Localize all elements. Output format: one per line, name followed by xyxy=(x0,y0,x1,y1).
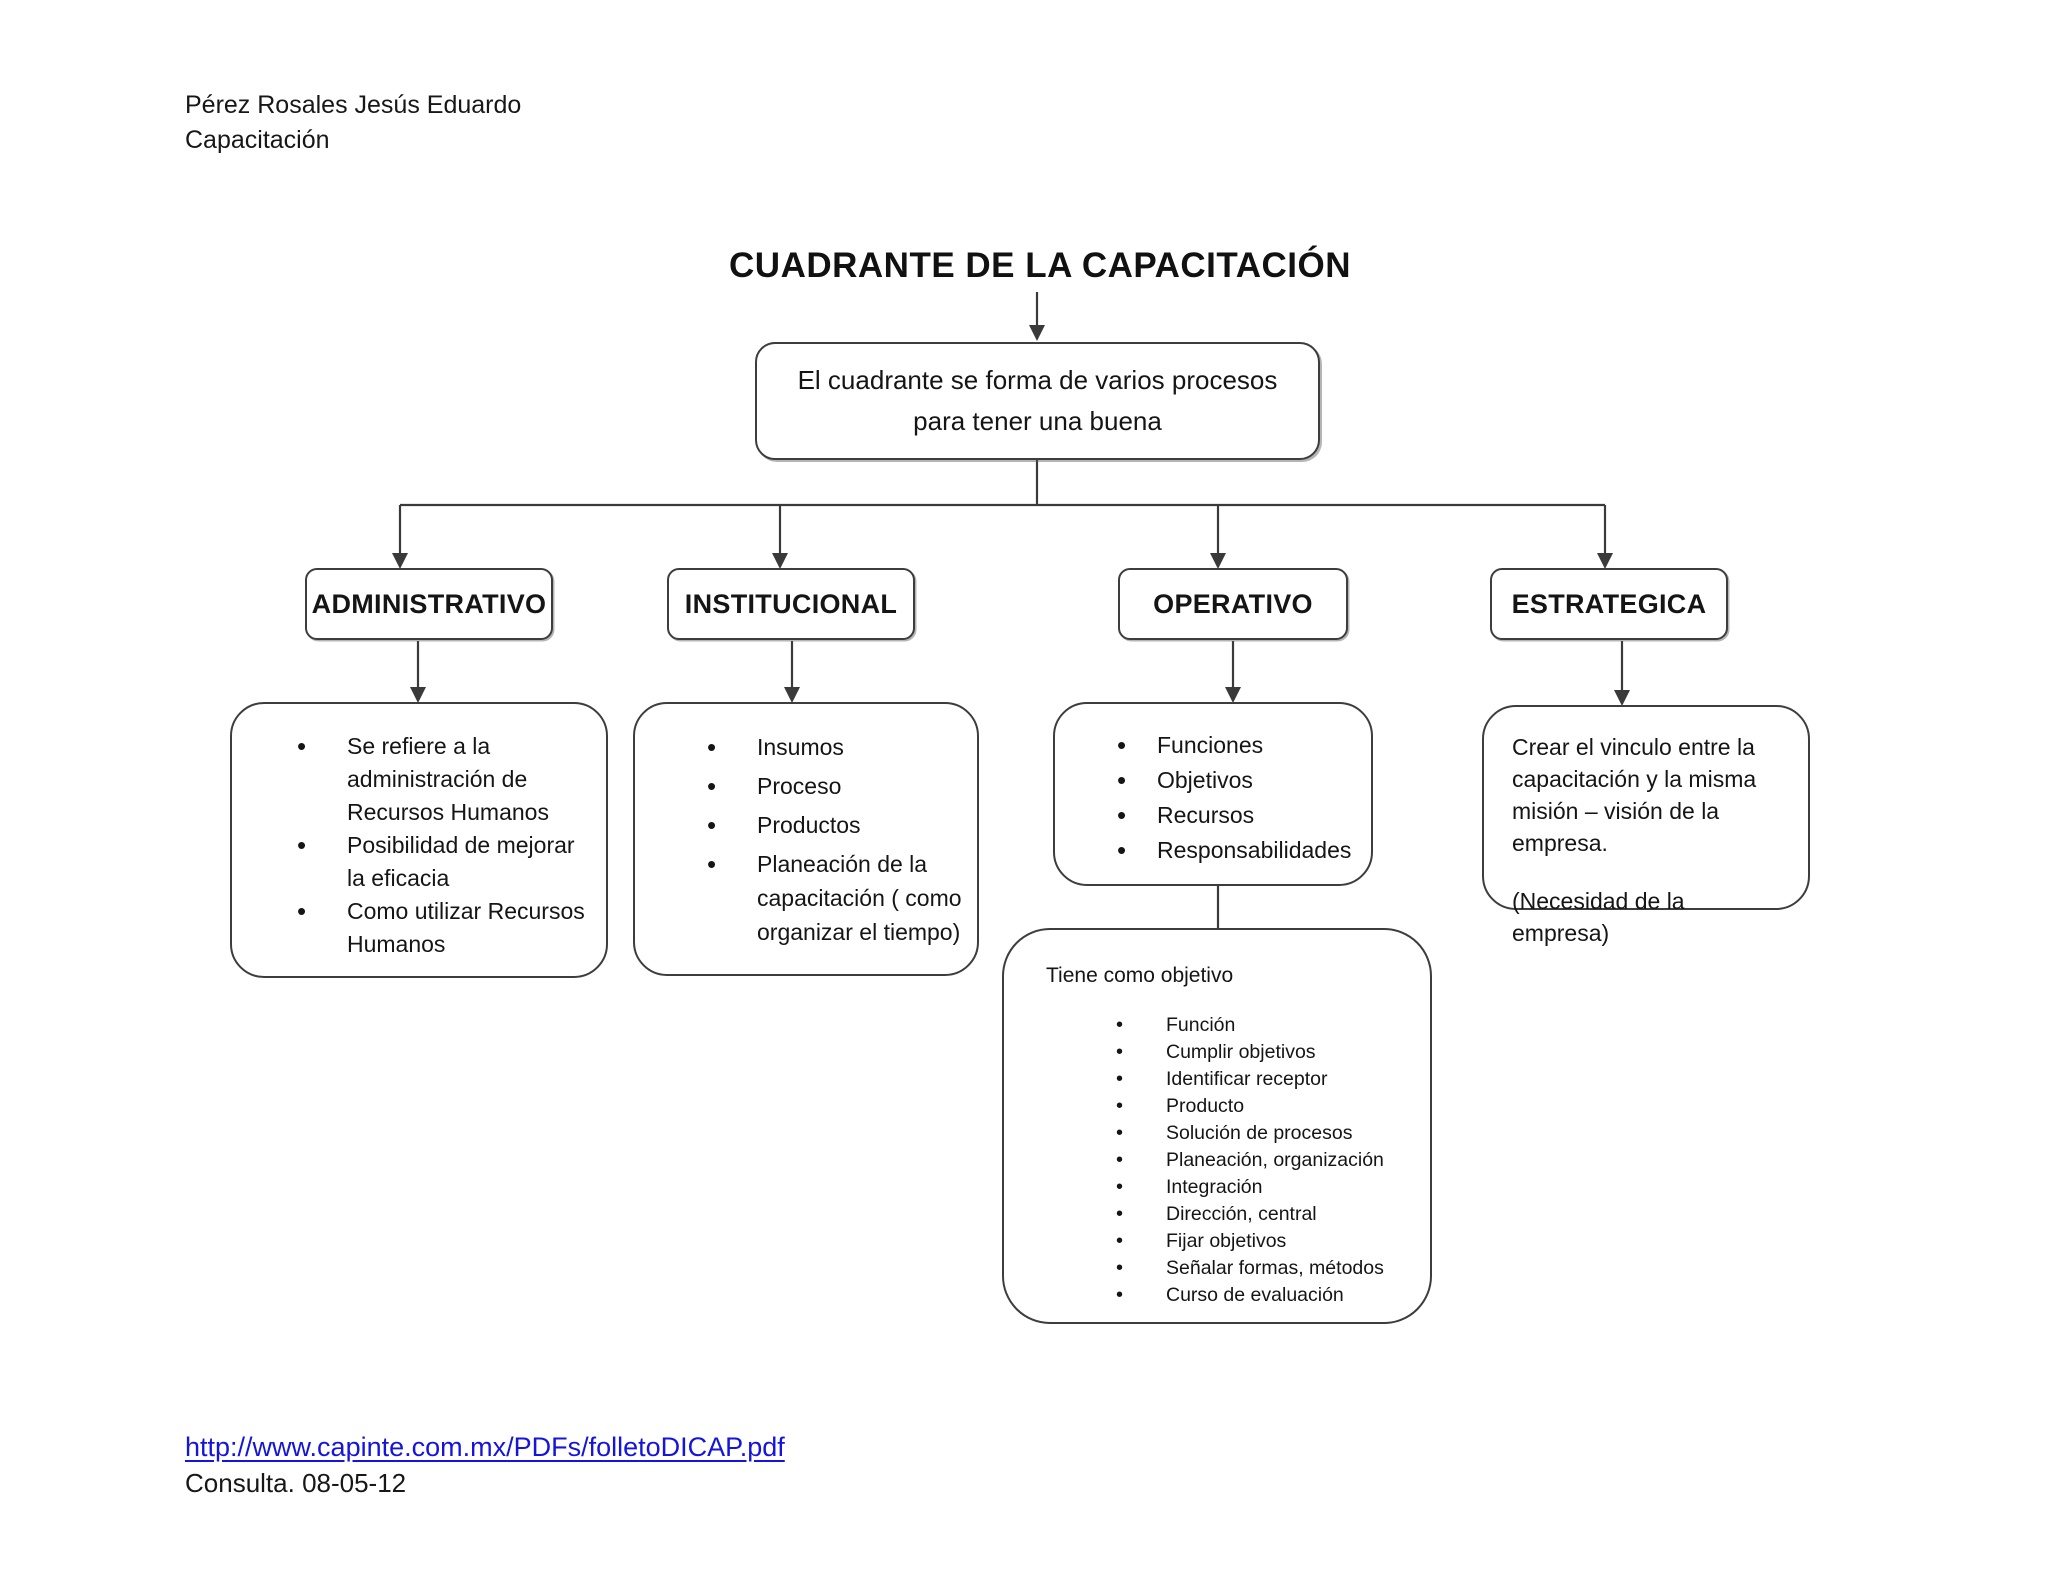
arrowhead xyxy=(1210,553,1226,569)
bullet-item: Se refiere a la administración de Recurs… xyxy=(297,730,588,829)
detail-estrategica: Crear el vinculo entre la capacitación y… xyxy=(1482,705,1810,946)
bullet-item: Señalar formas, métodos xyxy=(1116,1255,1420,1282)
bullet-item: Insumos xyxy=(707,730,963,764)
bullet-item: Solución de procesos xyxy=(1116,1120,1420,1147)
arrowhead xyxy=(1597,553,1613,569)
bullet-item: Función xyxy=(1116,1012,1420,1039)
category-institucional: INSTITUCIONAL xyxy=(667,568,915,640)
bullet-item: Dirección, central xyxy=(1116,1201,1420,1228)
category-administrativo: ADMINISTRATIVO xyxy=(305,568,553,640)
arrowhead xyxy=(784,687,800,703)
page-subtitle: Capacitación xyxy=(185,126,330,154)
detail-operativo: Funciones Objetivos Recursos Responsabil… xyxy=(1053,702,1373,886)
source-link[interactable]: http://www.capinte.com.mx/PDFs/folletoDI… xyxy=(185,1432,785,1462)
bullet-item: Como utilizar Recursos Humanos xyxy=(297,895,588,961)
bullet-item: Producto xyxy=(1116,1093,1420,1120)
bullet-item: Recursos xyxy=(1117,798,1361,833)
objective-box-title: Tiene como objetivo xyxy=(1046,964,1234,987)
category-operativo: OPERATIVO xyxy=(1118,568,1348,640)
arrowhead xyxy=(1225,687,1241,703)
consulted-date: Consulta. 08-05-12 xyxy=(185,1468,407,1498)
objective-bullet-list: Función Cumplir objetivos Identificar re… xyxy=(1116,1012,1420,1309)
author-name: Pérez Rosales Jesús Eduardo xyxy=(185,91,522,119)
administrativo-bullet-list: Se refiere a la administración de Recurs… xyxy=(297,730,588,961)
arrowhead xyxy=(772,553,788,569)
estrategica-note: (Necesidad de la empresa) xyxy=(1512,888,1685,946)
detail-institucional: Insumos Proceso Productos Planeación de … xyxy=(633,702,979,976)
bullet-item: Planeación, organización xyxy=(1116,1147,1420,1174)
arrowhead xyxy=(1614,690,1630,706)
estrategica-text: Crear el vinculo entre la capacitación y… xyxy=(1512,734,1757,856)
bullet-item: Cumplir objetivos xyxy=(1116,1039,1420,1066)
operativo-bullet-list: Funciones Objetivos Recursos Responsabil… xyxy=(1117,728,1361,868)
bullet-item: Identificar receptor xyxy=(1116,1066,1420,1093)
arrowhead xyxy=(1029,325,1045,341)
arrowhead xyxy=(392,553,408,569)
category-estrategica: ESTRATEGICA xyxy=(1490,568,1728,640)
bullet-item: Fijar objetivos xyxy=(1116,1228,1420,1255)
objective-box: Tiene como objetivo Función Cumplir obje… xyxy=(1002,928,1432,1324)
intro-box-text: El cuadrante se forma de varios procesos… xyxy=(797,365,1278,436)
diagram-title: CUADRANTE DE LA CAPACITACIÓN xyxy=(729,246,1351,285)
bullet-item: Productos xyxy=(707,808,963,842)
bullet-item: Posibilidad de mejorar la eficacia xyxy=(297,829,588,895)
bullet-item: Planeación de la capacitación ( como org… xyxy=(707,847,963,949)
detail-administrativo: Se refiere a la administración de Recurs… xyxy=(230,702,608,978)
bullet-item: Proceso xyxy=(707,769,963,803)
intro-box: El cuadrante se forma de varios procesos… xyxy=(755,342,1320,460)
bullet-item: Responsabilidades xyxy=(1117,833,1361,868)
bullet-item: Curso de evaluación xyxy=(1116,1282,1420,1309)
bullet-item: Funciones xyxy=(1117,728,1361,763)
bullet-item: Objetivos xyxy=(1117,763,1361,798)
institucional-bullet-list: Insumos Proceso Productos Planeación de … xyxy=(707,730,963,949)
arrowhead xyxy=(410,687,426,703)
bullet-item: Integración xyxy=(1116,1174,1420,1201)
